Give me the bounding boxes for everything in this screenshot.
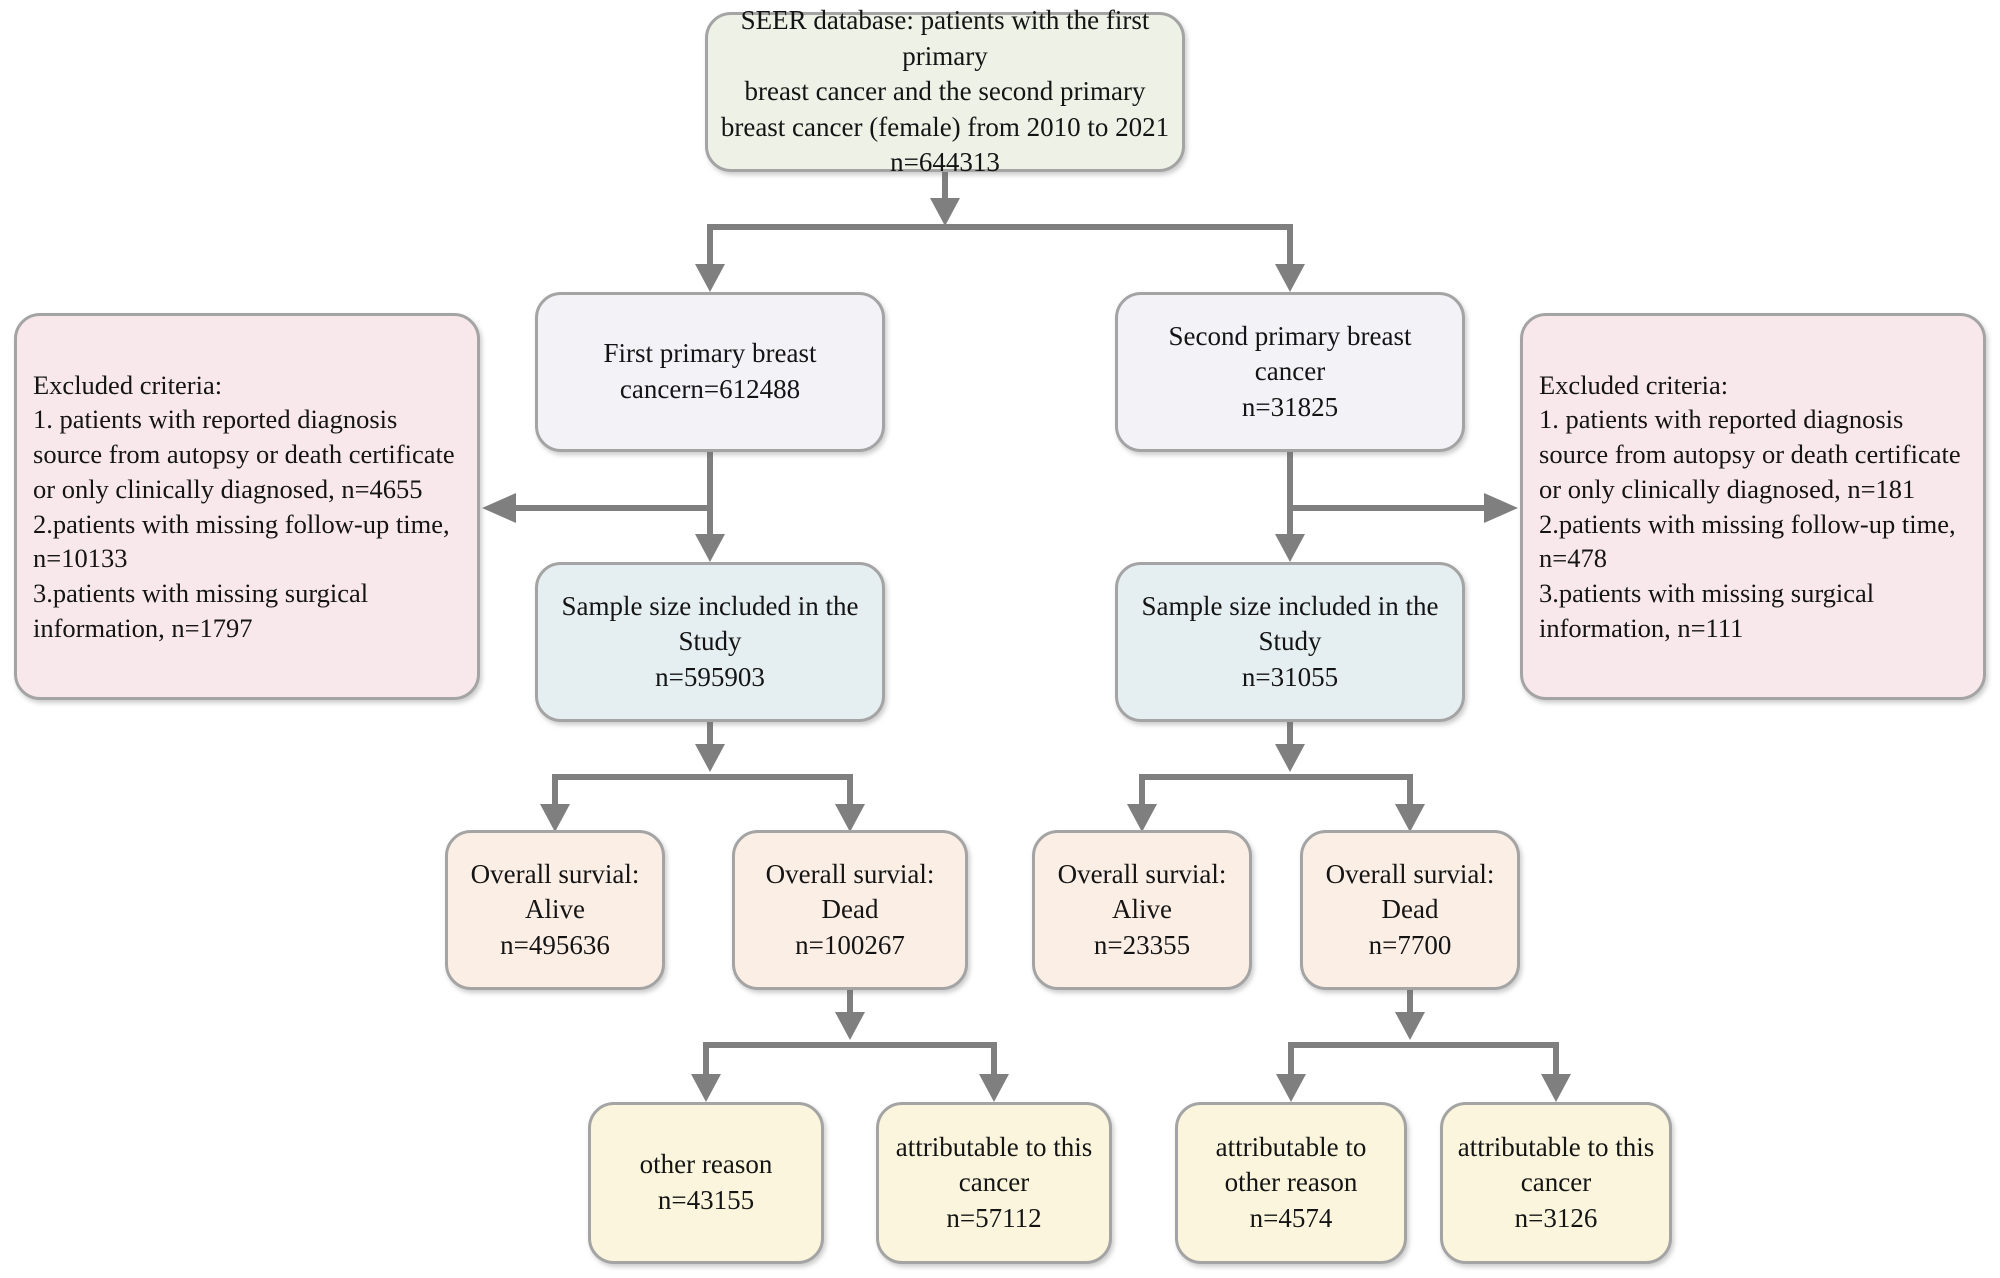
connector-sample-right-split: [1127, 722, 1425, 832]
connector-sample-left-split: [540, 722, 865, 832]
connector-seer-to-branches: [695, 172, 1305, 292]
connector-first-primary-to-sample: [695, 452, 725, 562]
connector-dead-left-split: [691, 990, 1009, 1102]
excluded-criteria-right-box: Excluded criteria: 1. patients with repo…: [1520, 313, 1986, 700]
death-attributable-cancer-left-box: attributable to this cancer n=57112: [876, 1102, 1112, 1264]
overall-survival-dead-left-box: Overall survial: Dead n=100267: [732, 830, 968, 990]
overall-survival-dead-right-box: Overall survial: Dead n=7700: [1300, 830, 1520, 990]
arrow-to-excluded-left: [482, 493, 710, 523]
death-attributable-other-right-box: attributable to other reason n=4574: [1175, 1102, 1407, 1264]
death-other-reason-left-box: other reason n=43155: [588, 1102, 824, 1264]
connector-dead-right-split: [1276, 990, 1571, 1102]
arrow-to-excluded-right: [1290, 493, 1518, 523]
connector-second-primary-to-sample: [1275, 452, 1305, 562]
sample-size-left-box: Sample size included in the Study n=5959…: [535, 562, 885, 722]
sample-size-right-box: Sample size included in the Study n=3105…: [1115, 562, 1465, 722]
death-attributable-cancer-right-box: attributable to this cancer n=3126: [1440, 1102, 1672, 1264]
excluded-criteria-left-box: Excluded criteria: 1. patients with repo…: [14, 313, 480, 700]
second-primary-box: Second primary breast cancer n=31825: [1115, 292, 1465, 452]
overall-survival-alive-left-box: Overall survial: Alive n=495636: [445, 830, 665, 990]
overall-survival-alive-right-box: Overall survial: Alive n=23355: [1032, 830, 1252, 990]
first-primary-box: First primary breast cancern=612488: [535, 292, 885, 452]
seer-database-box: SEER database: patients with the first p…: [705, 5, 1185, 177]
